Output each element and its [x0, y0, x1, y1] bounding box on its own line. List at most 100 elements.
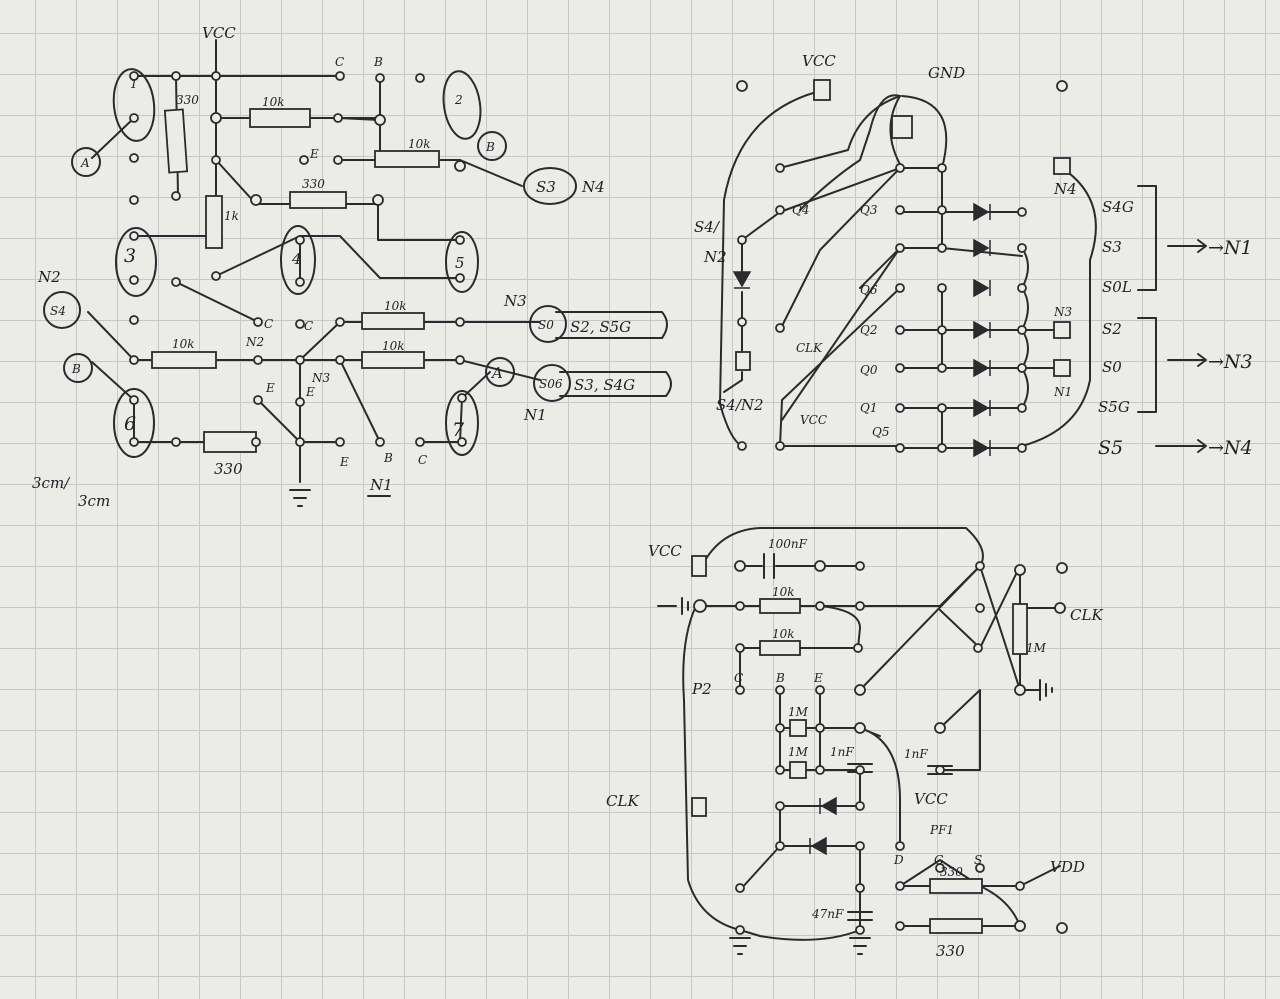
e-bot-label: E: [339, 455, 349, 469]
rb-s4-label: S4/: [694, 218, 721, 236]
right-diode-matrix-layout: VCC GND N4 S4/ N2 S4/N2 CLK VCC Q4 Q3 Q6…: [694, 52, 1253, 459]
resistor-10k-b: [374, 150, 440, 168]
r10k-n3-label: 10k: [384, 299, 407, 313]
cb-1m-a-label: 1M: [788, 705, 809, 719]
t4-label: 4: [291, 250, 302, 268]
label-bubble-s06-extra: [559, 371, 672, 397]
n2-label: N2: [37, 268, 61, 286]
clock-board-pads: [693, 560, 1068, 935]
rb-arrow-n1-label: →N1: [1208, 237, 1253, 259]
clk-in-pin: [691, 797, 707, 817]
s4-label: S4: [50, 304, 66, 318]
r10k-top-label: 10k: [262, 95, 285, 109]
cb-clk-out-label: CLK: [1070, 606, 1103, 624]
cb-1m-side-label: 1M: [1026, 641, 1047, 655]
rb-s4n2-label: S4/N2: [716, 396, 764, 414]
rb-s0l-label: S0L: [1102, 278, 1132, 296]
cb-p2-label: P2: [691, 680, 712, 698]
cb-vdd-label: VDD: [1050, 858, 1085, 876]
resistor-10k-a: [759, 598, 801, 614]
scale-note-bottom: 3cm: [78, 492, 110, 510]
resistor-10k-n3: [361, 312, 425, 330]
cb-330-label: 330: [940, 865, 963, 879]
gnd-header-pin: [891, 115, 913, 139]
cb-1nf-b-label: 1nF: [904, 747, 928, 761]
capacitor-47nf: [847, 911, 873, 921]
diode-clock-a: [819, 796, 837, 816]
label-bubble-s0: [529, 305, 567, 343]
n3-header-pin: [1053, 321, 1071, 339]
a-left-label: A: [80, 156, 90, 170]
scale-note-top: 3cm/: [32, 474, 71, 492]
cb-d-label: D: [893, 853, 904, 867]
resistor-330-mid: [289, 191, 347, 209]
c-mid2-label: C: [304, 319, 313, 333]
transistor-1-outline: [112, 68, 156, 142]
label-bubble-a-left: [71, 147, 101, 177]
label-bubble-a: [485, 357, 515, 387]
resistor-1k: [205, 195, 223, 249]
rb-q0-label: Q0: [860, 363, 878, 377]
r330-bottom-label: 330: [214, 460, 243, 478]
rb-q3-label: Q3: [860, 203, 878, 217]
transistor-2-outline: [442, 70, 482, 140]
cb-vcc2-label: VCC: [914, 790, 948, 808]
rb-n1-label: N1: [1053, 385, 1072, 399]
n2-mid-label: N2: [245, 335, 264, 349]
rb-arrow-n4-label: →N4: [1208, 437, 1253, 459]
s0-label: S0: [538, 318, 554, 332]
resistor-330-bottom: [203, 431, 257, 453]
cb-c-label: C: [734, 671, 743, 685]
capacitor-100nf: [763, 553, 775, 579]
t3-label: 3: [124, 245, 136, 267]
cb-pf1-label: PF1: [929, 823, 954, 837]
cb-10k-b-label: 10k: [772, 627, 795, 641]
rb-s4g-label: S4G: [1102, 198, 1134, 216]
t1-label: 1: [130, 77, 138, 91]
b-top-label: B: [485, 140, 495, 154]
resistor-1m-a: [789, 719, 807, 737]
r330-mid-label: 330: [302, 177, 325, 191]
c-bot-label: C: [418, 453, 427, 467]
r1k-label: 1k: [224, 209, 239, 223]
n1-header-pin: [1053, 359, 1071, 377]
transistor-3-outline: [115, 227, 157, 297]
c-mid-label: C: [264, 317, 273, 331]
r330-label: 330: [176, 93, 199, 107]
s06-extra-label: S3, S4G: [574, 376, 635, 394]
vcc-header-pin: [813, 79, 831, 101]
n1-bottom-label: N1: [369, 476, 393, 494]
rb-n2-label: N2: [703, 248, 727, 266]
resistor-10k-top: [249, 108, 311, 128]
b-left-label: B: [71, 362, 81, 376]
resistor-10k-n2: [151, 351, 217, 369]
e-top-label: E: [309, 147, 319, 161]
rb-n4-label: N4: [1053, 180, 1077, 198]
n1-right-label: N1: [523, 406, 547, 424]
cb-vcc-label: VCC: [648, 542, 682, 560]
cb-10k-a-label: 10k: [772, 585, 795, 599]
cb-e-label: E: [813, 671, 823, 685]
left-stripboard-layout: VCC 330 10k 10k 1k 330 10k 10k 10k 330 A…: [32, 24, 672, 510]
rb-vcc-bottom-label: VCC: [800, 413, 827, 427]
resistor-10k-b: [759, 640, 801, 656]
t2-label: 2: [454, 93, 463, 107]
n4-header-pin: [1053, 157, 1071, 175]
rb-clk-label: CLK: [796, 341, 823, 355]
s4n2-header-pin: [735, 351, 751, 371]
label-bubble-s4: [43, 291, 81, 329]
r10k-b-label: 10k: [408, 137, 431, 151]
label-bubble-s3: [523, 167, 577, 205]
r10k-n2-label: 10k: [172, 337, 195, 351]
resistor-1m-b: [789, 761, 807, 779]
rb-s5-label: S5: [1098, 437, 1123, 459]
diode-clock-b: [809, 836, 827, 856]
label-bubble-s0-extra: [555, 311, 668, 339]
t6-label: 6: [124, 413, 136, 435]
rb-s0-label: S0: [1102, 358, 1122, 376]
t5-label: 5: [455, 254, 465, 272]
s06-label: S06: [539, 377, 563, 391]
c-top-label: C: [335, 55, 344, 69]
